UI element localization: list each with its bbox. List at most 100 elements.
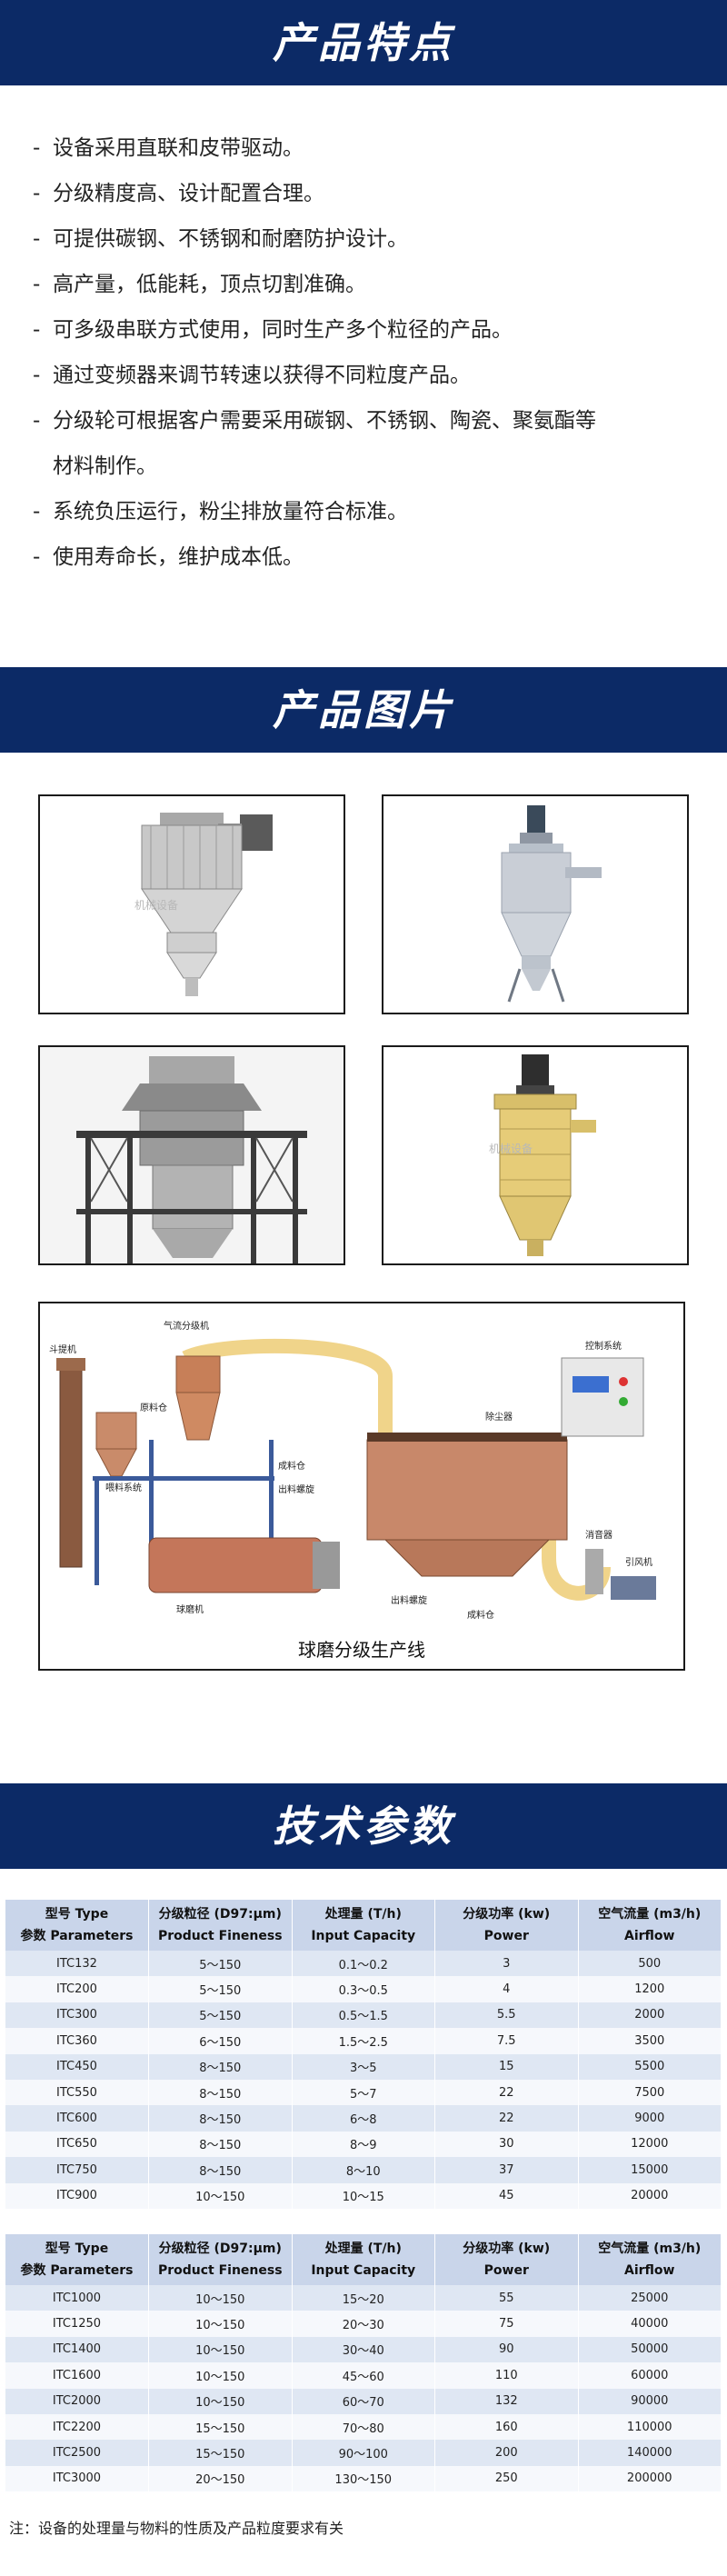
- table-cell: 10～150: [148, 2336, 293, 2363]
- header-power: 分级功率 (kw)Power: [434, 1900, 579, 1951]
- table-cell: 20000: [578, 2182, 722, 2209]
- feature-item: -设备采用直联和皮带驱动。: [33, 136, 304, 160]
- pictures-banner: 产品图片: [0, 667, 727, 753]
- diagram-caption: 球磨分级生产线: [298, 1639, 425, 1661]
- table-cell: ITC2000: [5, 2388, 149, 2414]
- production-line-diagram: 斗提机 气流分级机 原料仓 喂料系统 成料仓 出料螺旋 球磨机 除尘器 控制系统…: [38, 1302, 685, 1671]
- table-cell: 3500: [578, 2028, 722, 2054]
- plant-structure-illustration: [40, 1047, 344, 1263]
- table-cell: 55: [434, 2285, 579, 2311]
- table-cell: 60000: [578, 2362, 722, 2389]
- table-cell: 3～5: [292, 2053, 435, 2080]
- features-banner: 产品特点: [0, 0, 727, 85]
- label-bucket-elevator: 斗提机: [49, 1343, 76, 1355]
- table-cell: 12000: [578, 2131, 722, 2158]
- table-cell: 110000: [578, 2413, 722, 2441]
- table-cell: 8～150: [148, 2079, 293, 2106]
- header-power: 分级功率 (kw)Power: [434, 2234, 579, 2285]
- table-cell: 140000: [578, 2440, 722, 2466]
- label-raw-bin: 原料仓: [140, 1402, 167, 1413]
- label-dust-collector: 除尘器: [485, 1411, 513, 1423]
- feature-item: -分级轮可根据客户需要采用碳钢、不锈钢、陶瓷、聚氨酯等: [33, 409, 596, 433]
- table-cell: 37: [434, 2157, 579, 2183]
- table-cell: 70～80: [292, 2413, 435, 2441]
- table-cell: 22: [434, 2105, 579, 2132]
- table-cell: 15000: [578, 2157, 722, 2183]
- table-cell: 5500: [578, 2053, 722, 2080]
- table-cell: 5～150: [148, 1951, 293, 1977]
- table-cell: 200000: [578, 2465, 722, 2492]
- product-photo-2: [382, 794, 689, 1014]
- specs-banner: 技术参数: [0, 1783, 727, 1869]
- feature-item: -使用寿命长，维护成本低。: [33, 545, 304, 569]
- table-cell: 25000: [578, 2285, 722, 2311]
- table-cell: 500: [578, 1951, 722, 1977]
- table-cell: ITC200: [5, 1976, 149, 2002]
- table-cell: 30～40: [292, 2336, 435, 2363]
- table-cell: 10～15: [292, 2182, 435, 2209]
- table-cell: ITC1600: [5, 2362, 149, 2389]
- table-cell: 4: [434, 1976, 579, 2002]
- table-cell: 3: [434, 1951, 579, 1977]
- header-airflow: 空气流量 (m3/h)Airflow: [578, 1900, 722, 1951]
- table-cell: ITC900: [5, 2182, 149, 2209]
- feature-item: -可多级串联方式使用，同时生产多个粒径的产品。: [33, 318, 513, 342]
- feature-item: -分级精度高、设计配置合理。: [33, 182, 324, 205]
- table-cell: 5～7: [292, 2079, 435, 2106]
- table-cell: 7500: [578, 2079, 722, 2106]
- table-cell: 22: [434, 2079, 579, 2106]
- label-discharge-screw: 出料螺旋: [278, 1483, 314, 1495]
- header-fineness: 分级粒径 (D97:μm)Product Fineness: [148, 1900, 293, 1951]
- table-cell: 8～10: [292, 2157, 435, 2183]
- table-cell: 110: [434, 2362, 579, 2389]
- table-cell: 6～8: [292, 2105, 435, 2132]
- table-cell: 10～150: [148, 2388, 293, 2414]
- table-cell: ITC1000: [5, 2285, 149, 2311]
- production-line-illustration: 斗提机 气流分级机 原料仓 喂料系统 成料仓 出料螺旋 球磨机 除尘器 控制系统…: [40, 1303, 683, 1669]
- table-cell: 0.3～0.5: [292, 1976, 435, 2002]
- table-cell: 10～150: [148, 2362, 293, 2389]
- table-cell: 15～150: [148, 2413, 293, 2441]
- table-cell: ITC1250: [5, 2311, 149, 2337]
- features-list: -设备采用直联和皮带驱动。 -分级精度高、设计配置合理。 -可提供碳钢、不锈钢和…: [33, 125, 705, 580]
- label-fan: 引风机: [625, 1556, 652, 1568]
- product-photo-4: 机械设备: [382, 1045, 689, 1265]
- watermark: 机械设备: [134, 898, 178, 912]
- label-classifier: 气流分级机: [164, 1320, 209, 1332]
- pictures-title: 产品图片: [273, 685, 454, 734]
- table-cell: 8～150: [148, 2157, 293, 2183]
- table-cell: 10～150: [148, 2285, 293, 2311]
- table-cell: 250: [434, 2465, 579, 2492]
- feature-item: -可提供碳钢、不锈钢和耐磨防护设计。: [33, 227, 408, 251]
- table-cell: 5～150: [148, 1976, 293, 2002]
- table-cell: 75: [434, 2311, 579, 2337]
- table-cell: ITC1400: [5, 2336, 149, 2363]
- classifier-illustration: [501, 805, 602, 1003]
- table-cell: 90～100: [292, 2440, 435, 2466]
- table-cell: 200: [434, 2440, 579, 2466]
- table-cell: 40000: [578, 2311, 722, 2337]
- feature-item: -通过变频器来调节转速以获得不同粒度产品。: [33, 364, 471, 387]
- product-photo-1: 机械设备: [38, 794, 345, 1014]
- feature-item: -系统负压运行，粉尘排放量符合标准。: [33, 500, 408, 524]
- table-cell: ITC750: [5, 2157, 149, 2183]
